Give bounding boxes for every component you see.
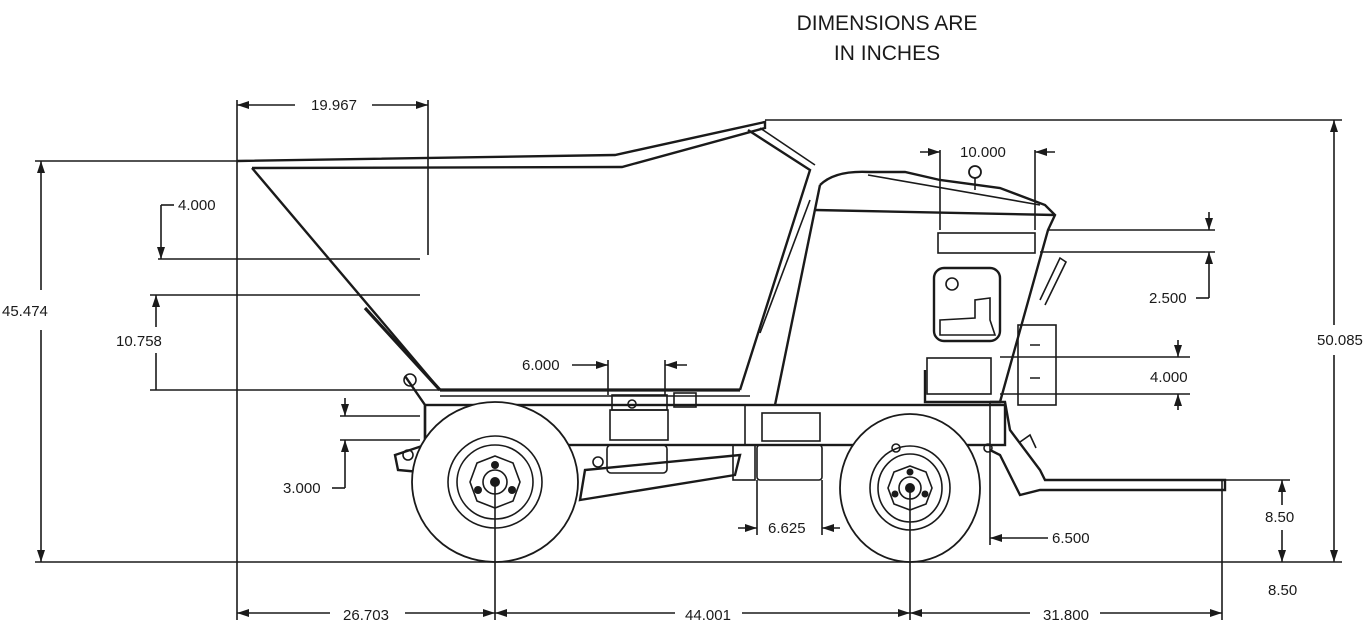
dim-hopper-wall-label: 10.758 <box>116 333 162 350</box>
dim-hopper-wall <box>152 295 160 390</box>
dim-overall-height-left-label: 45.474 <box>2 303 48 320</box>
dim-hopper-lip <box>157 204 174 259</box>
dim-rear-offset <box>990 534 1048 542</box>
dim-engine-width-label: 10.000 <box>960 144 1006 161</box>
dim-tank-height-label: 4.000 <box>1150 369 1188 386</box>
dim-tank-height <box>1174 340 1182 410</box>
dim-center-gap-label: 6.000 <box>522 357 560 374</box>
dim-front-overhang <box>237 609 495 617</box>
note-line-2: IN INCHES <box>834 42 940 65</box>
dim-bracket-width <box>738 524 840 532</box>
dim-hopper-top-width <box>237 101 428 109</box>
dim-rear-overhang <box>910 609 1222 617</box>
dim-rear-offset-label: 6.500 <box>1052 530 1090 547</box>
dim-step-height <box>1278 480 1286 562</box>
dim-ground-clearance-label: 8.50 <box>1268 582 1297 599</box>
extension-lines <box>35 100 1342 620</box>
dim-engine-step <box>1196 212 1213 299</box>
dim-center-gap <box>572 361 687 369</box>
dim-frame-offset-label: 3.000 <box>283 480 321 497</box>
dim-hopper-top-width-label: 19.967 <box>311 97 357 114</box>
dim-overall-height-left <box>37 161 45 562</box>
dim-step-height-label: 8.50 <box>1265 509 1294 526</box>
dim-overall-height-right-label: 50.085 <box>1317 332 1363 349</box>
dim-bracket-width-label: 6.625 <box>768 520 806 537</box>
dim-overall-height-right <box>1330 120 1338 562</box>
note-line-1: DIMENSIONS ARE <box>797 12 978 35</box>
dim-wheelbase-label: 44.001 <box>685 607 731 624</box>
dim-frame-offset <box>332 398 349 489</box>
dim-wheelbase <box>495 609 910 617</box>
dim-hopper-lip-label: 4.000 <box>178 197 216 214</box>
dim-front-overhang-label: 26.703 <box>343 607 389 624</box>
dim-engine-step-label: 2.500 <box>1149 290 1187 307</box>
vehicle-outline <box>236 120 1227 502</box>
dim-rear-overhang-label: 31.800 <box>1043 607 1089 624</box>
dim-engine-width <box>920 148 1055 156</box>
